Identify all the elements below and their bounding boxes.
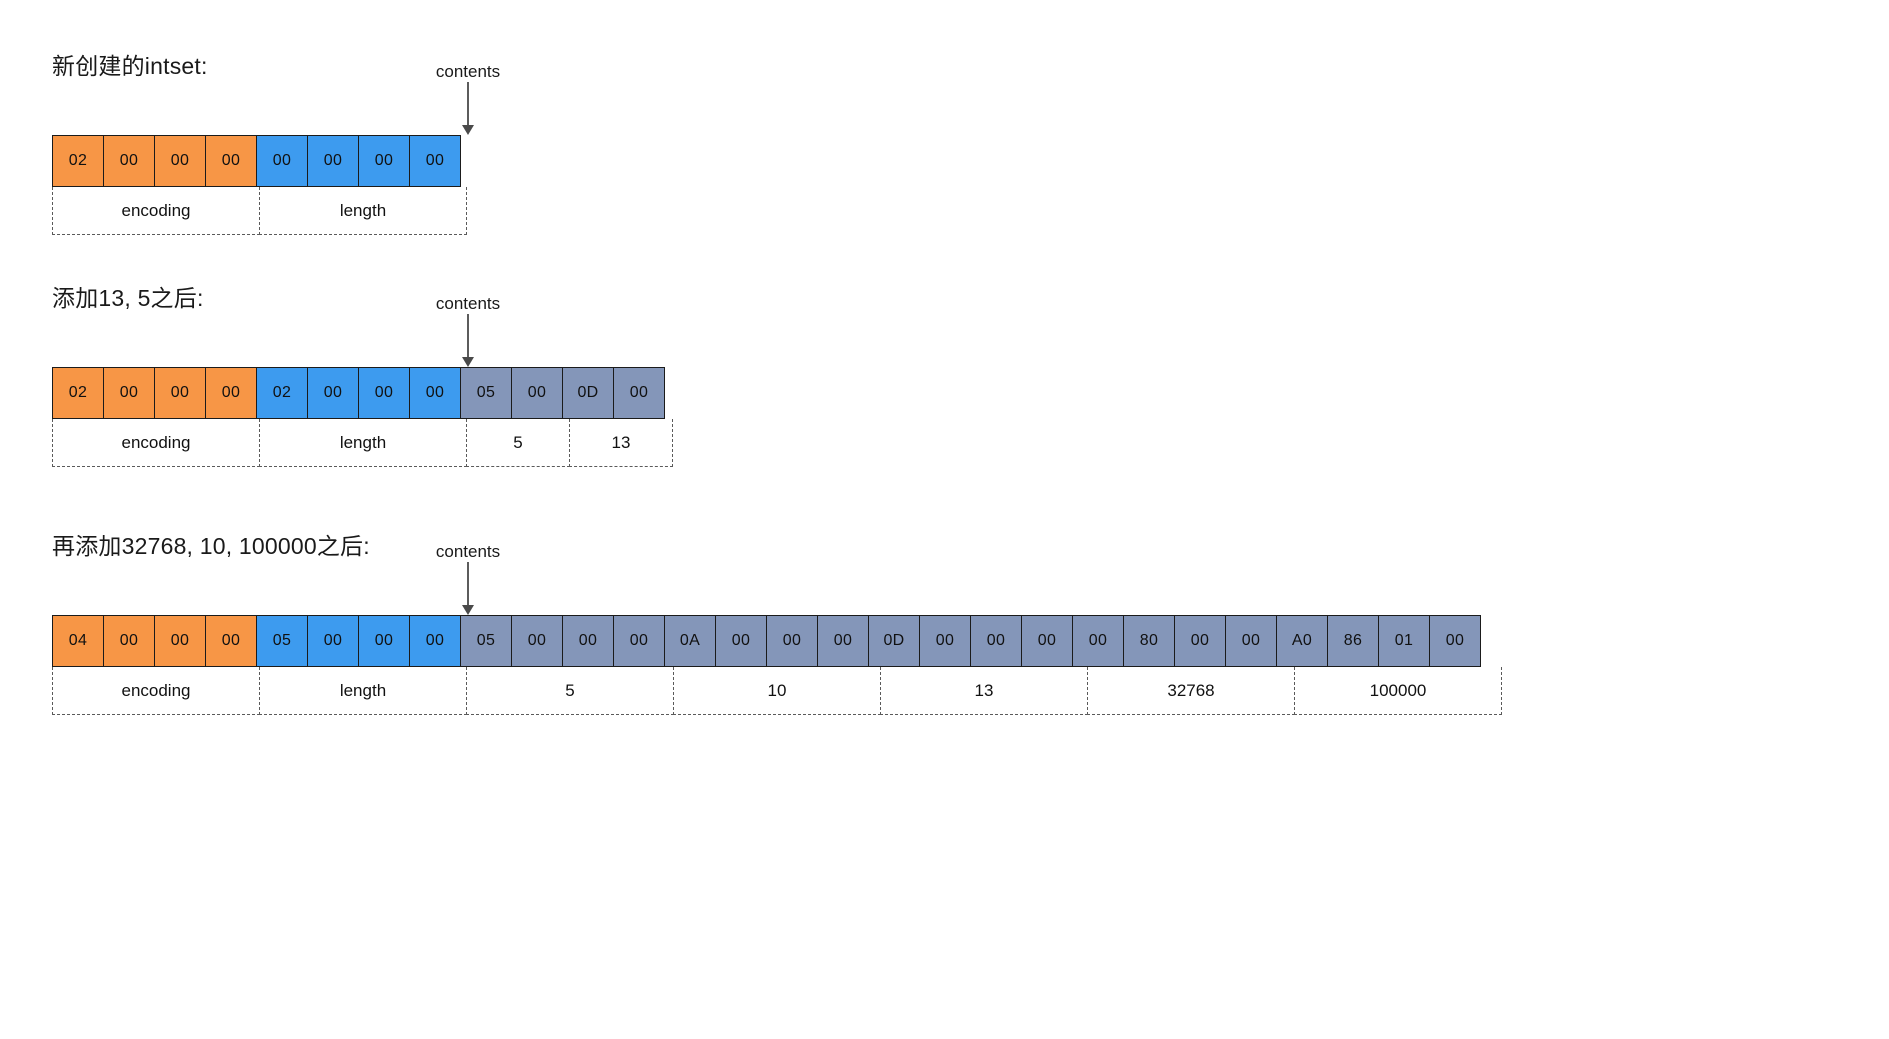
field-label: 13: [880, 667, 1088, 715]
byte-cell-contents: 0D: [868, 615, 920, 667]
field-label: 5: [466, 419, 570, 467]
section-title: 再添加32768, 10, 100000之后:: [52, 533, 370, 559]
byte-cell-contents: 0A: [664, 615, 716, 667]
field-label: encoding: [52, 419, 260, 467]
byte-cell-contents: 00: [1174, 615, 1226, 667]
byte-cell-contents: 00: [511, 615, 563, 667]
byte-cell-contents: 01: [1378, 615, 1430, 667]
byte-cell-contents: 00: [817, 615, 869, 667]
byte-cell-contents: 05: [460, 367, 512, 419]
byte-cell-length: 00: [256, 135, 308, 187]
byte-cell-length: 02: [256, 367, 308, 419]
byte-cell-encoding: 00: [205, 135, 257, 187]
byte-cell-encoding: 00: [205, 367, 257, 419]
byte-cell-contents: A0: [1276, 615, 1328, 667]
byte-cell-length: 00: [307, 135, 359, 187]
byte-cell-encoding: 04: [52, 615, 104, 667]
byte-cell-contents: 00: [970, 615, 1022, 667]
byte-cell-contents: 80: [1123, 615, 1175, 667]
field-label: length: [259, 667, 467, 715]
field-label: length: [259, 419, 467, 467]
contents-pointer-stem: [467, 562, 469, 606]
contents-pointer-stem: [467, 314, 469, 358]
field-label: 5: [466, 667, 674, 715]
byte-cell-contents: 00: [562, 615, 614, 667]
byte-cell-contents: 0D: [562, 367, 614, 419]
field-label: 100000: [1294, 667, 1502, 715]
section-title: 新创建的intset:: [52, 53, 208, 79]
byte-cell-length: 00: [307, 615, 359, 667]
byte-cell-contents: 00: [1225, 615, 1277, 667]
field-label: length: [259, 187, 467, 235]
byte-cell-length: 00: [409, 135, 461, 187]
contents-pointer-arrowhead: [462, 357, 474, 367]
byte-cell-encoding: 00: [154, 367, 206, 419]
field-label: 32768: [1087, 667, 1295, 715]
byte-cell-length: 05: [256, 615, 308, 667]
contents-pointer-label: contents: [435, 294, 501, 313]
byte-cell-contents: 00: [919, 615, 971, 667]
byte-cell-contents: 00: [613, 615, 665, 667]
byte-cell-encoding: 02: [52, 367, 104, 419]
byte-cell-contents: 00: [613, 367, 665, 419]
byte-cell-length: 00: [358, 367, 410, 419]
contents-pointer-stem: [467, 82, 469, 126]
section-title: 添加13, 5之后:: [52, 285, 204, 311]
byte-cell-contents: 86: [1327, 615, 1379, 667]
byte-cell-encoding: 00: [154, 135, 206, 187]
field-label: 10: [673, 667, 881, 715]
byte-cell-length: 00: [409, 367, 461, 419]
field-label: 13: [569, 419, 673, 467]
byte-cell-length: 00: [307, 367, 359, 419]
byte-cell-contents: 05: [460, 615, 512, 667]
byte-cell-encoding: 00: [103, 367, 155, 419]
byte-cell-encoding: 02: [52, 135, 104, 187]
field-label: encoding: [52, 187, 260, 235]
byte-cell-contents: 00: [766, 615, 818, 667]
contents-pointer-arrowhead: [462, 605, 474, 615]
byte-cell-contents: 00: [1021, 615, 1073, 667]
byte-cell-length: 00: [409, 615, 461, 667]
byte-cell-encoding: 00: [205, 615, 257, 667]
contents-pointer-arrowhead: [462, 125, 474, 135]
byte-cell-contents: 00: [511, 367, 563, 419]
byte-cell-encoding: 00: [103, 135, 155, 187]
contents-pointer-label: contents: [435, 62, 501, 81]
field-label: encoding: [52, 667, 260, 715]
contents-pointer-label: contents: [435, 542, 501, 561]
byte-cell-encoding: 00: [103, 615, 155, 667]
byte-cell-length: 00: [358, 135, 410, 187]
byte-cell-contents: 00: [1429, 615, 1481, 667]
byte-cell-contents: 00: [1072, 615, 1124, 667]
byte-cell-length: 00: [358, 615, 410, 667]
byte-cell-contents: 00: [715, 615, 767, 667]
byte-cell-encoding: 00: [154, 615, 206, 667]
